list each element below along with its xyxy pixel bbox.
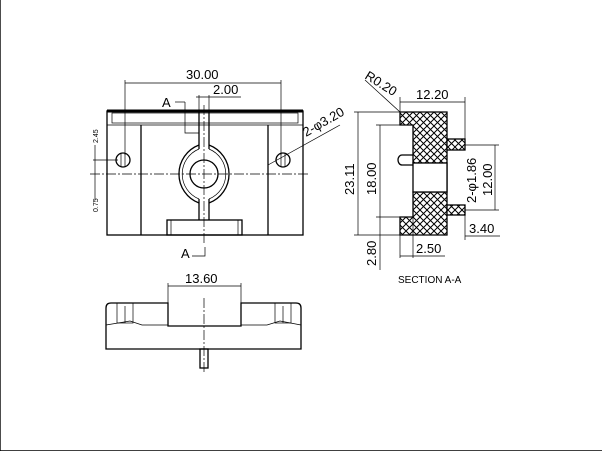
dim-boss-depth: 3.40 bbox=[469, 221, 494, 236]
dim-height: 23.11 bbox=[342, 163, 357, 195]
dim-notch: 13.60 bbox=[185, 271, 218, 286]
dim-depth: 12.20 bbox=[416, 87, 449, 102]
dim-inner-height: 18.00 bbox=[364, 162, 379, 195]
dim-offset-top: 2.45 bbox=[93, 129, 100, 143]
dim-width: 30.00 bbox=[186, 67, 219, 82]
section-title: SECTION A-A bbox=[398, 275, 462, 286]
dim-flange: 2.80 bbox=[364, 241, 379, 266]
section-mark-bottom: A bbox=[181, 246, 190, 261]
section-view bbox=[354, 79, 500, 270]
dim-slot: 2.00 bbox=[213, 82, 238, 97]
mount-hole-left bbox=[115, 152, 131, 168]
bottom-view bbox=[105, 283, 302, 372]
dim-boss-span: 12.00 bbox=[480, 163, 495, 196]
dim-offset-bottom: 0.75 bbox=[93, 198, 100, 212]
dim-wall: 2.50 bbox=[416, 241, 441, 256]
mount-hole-right bbox=[275, 152, 291, 168]
dim-pins: 2-φ1.86 bbox=[464, 158, 479, 203]
section-mark-top: A bbox=[162, 95, 171, 110]
front-view bbox=[90, 80, 341, 257]
